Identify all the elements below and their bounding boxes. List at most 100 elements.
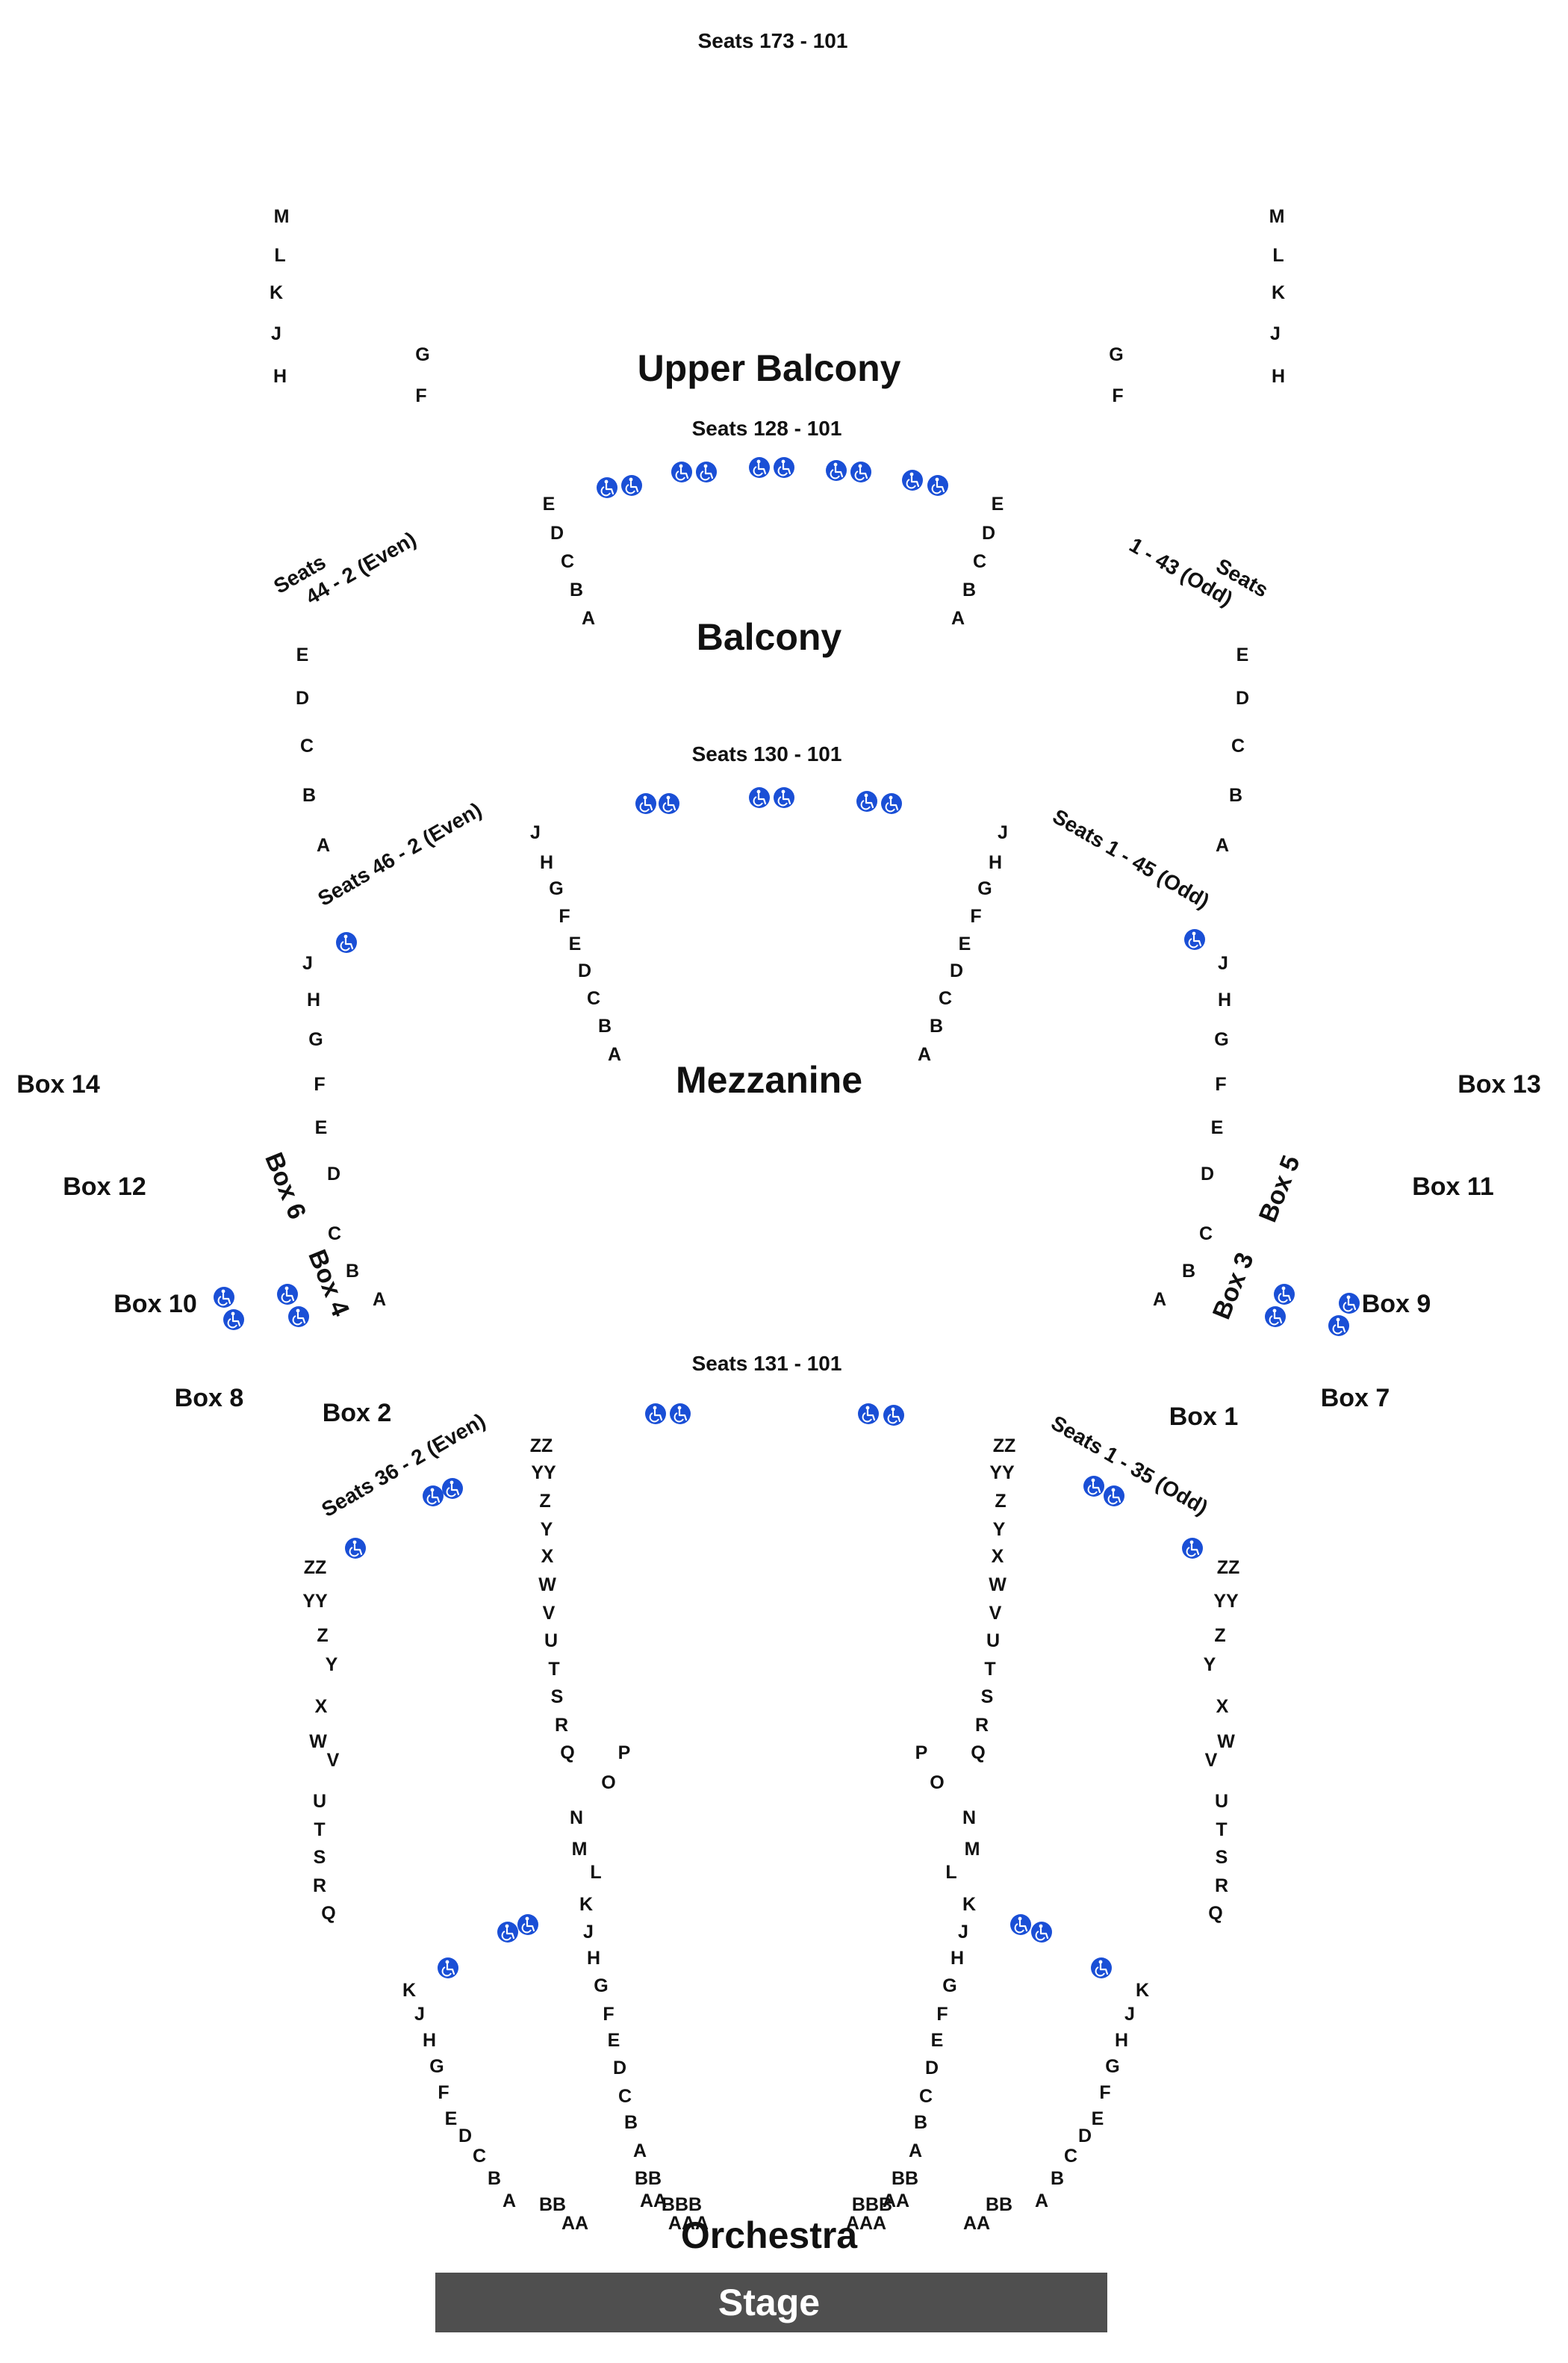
row-label-orch-front-left-aa[interactable]: AA bbox=[561, 2213, 588, 2234]
row-label-balcony-side-left-b[interactable]: B bbox=[302, 785, 316, 806]
row-label-mezz-side-right-a[interactable]: A bbox=[1153, 1289, 1166, 1310]
row-label-mezz-side-right-g[interactable]: G bbox=[1214, 1029, 1228, 1050]
row-label-mezz-center-left-b[interactable]: B bbox=[598, 1016, 612, 1037]
row-label-mezz-side-right-b[interactable]: B bbox=[1182, 1261, 1195, 1282]
row-label-orch-side-left-r[interactable]: R bbox=[313, 1875, 326, 1896]
row-label-orch-center-upper-right-n[interactable]: N bbox=[962, 1807, 976, 1828]
row-label-orch-center-upper-right-v[interactable]: V bbox=[989, 1603, 1002, 1624]
wheelchair-icon[interactable] bbox=[927, 475, 948, 496]
row-label-orch-center-upper-right-m[interactable]: M bbox=[965, 1839, 980, 1860]
box-12[interactable]: Box 12 bbox=[63, 1173, 146, 1201]
row-label-balcony-side-left-a[interactable]: A bbox=[317, 835, 330, 856]
row-label-orch-center-upper-right-w[interactable]: W bbox=[989, 1574, 1007, 1595]
wheelchair-icon[interactable] bbox=[1091, 1957, 1112, 1978]
row-label-orch-side-left-zz[interactable]: ZZ bbox=[304, 1557, 327, 1578]
row-label-orch-center-lower-right-g[interactable]: G bbox=[942, 1975, 956, 1996]
row-label-orch-center-upper-left-p[interactable]: P bbox=[618, 1742, 631, 1763]
box-13[interactable]: Box 13 bbox=[1457, 1070, 1541, 1099]
row-label-orch-center-lower-left-e[interactable]: E bbox=[608, 2030, 620, 2051]
row-label-orch-center-upper-right-x[interactable]: X bbox=[992, 1546, 1004, 1567]
row-label-orch-center-upper-right-y[interactable]: Y bbox=[993, 1519, 1006, 1540]
box-9[interactable]: Box 9 bbox=[1362, 1290, 1431, 1318]
row-label-orch-side-left-q[interactable]: Q bbox=[321, 1903, 335, 1924]
wheelchair-icon[interactable] bbox=[1274, 1284, 1295, 1305]
row-label-balcony-side-right-e[interactable]: E bbox=[1236, 645, 1249, 665]
row-label-balcony-center-left-b[interactable]: B bbox=[570, 580, 583, 600]
row-label-orch-center-lower-right-aa[interactable]: AA bbox=[883, 2190, 909, 2211]
wheelchair-icon[interactable] bbox=[670, 1403, 691, 1424]
row-label-balcony-center-right-c[interactable]: C bbox=[973, 551, 986, 572]
wheelchair-icon[interactable] bbox=[423, 1485, 444, 1506]
wheelchair-icon[interactable] bbox=[774, 457, 794, 478]
row-label-mezz-side-right-j[interactable]: J bbox=[1218, 953, 1228, 974]
section-mezzanine[interactable]: Mezzanine bbox=[676, 1059, 862, 1101]
row-label-orch-front-left-j[interactable]: J bbox=[414, 2004, 425, 2025]
row-label-orch-side-right-r[interactable]: R bbox=[1215, 1875, 1228, 1896]
row-label-upper-right-h[interactable]: H bbox=[1272, 366, 1285, 387]
row-label-orch-center-upper-left-u[interactable]: U bbox=[544, 1630, 558, 1651]
wheelchair-icon[interactable] bbox=[645, 1403, 666, 1424]
row-label-orch-front-right-j[interactable]: J bbox=[1124, 2004, 1135, 2025]
wheelchair-icon[interactable] bbox=[517, 1914, 538, 1935]
wheelchair-icon[interactable] bbox=[1083, 1476, 1104, 1497]
row-label-orch-side-right-v[interactable]: V bbox=[1205, 1750, 1218, 1771]
wheelchair-icon[interactable] bbox=[850, 462, 871, 482]
wheelchair-icon[interactable] bbox=[336, 932, 357, 953]
box-8[interactable]: Box 8 bbox=[175, 1384, 244, 1412]
row-label-orch-front-right-k[interactable]: K bbox=[1136, 1980, 1149, 2001]
row-label-balcony-center-right-d[interactable]: D bbox=[982, 523, 995, 544]
row-label-mezz-center-right-c[interactable]: C bbox=[939, 988, 952, 1009]
wheelchair-icon[interactable] bbox=[345, 1538, 366, 1559]
row-label-orch-side-right-q[interactable]: Q bbox=[1208, 1903, 1222, 1924]
row-label-balcony-center-right-e[interactable]: E bbox=[992, 494, 1004, 515]
row-label-orch-center-upper-left-m[interactable]: M bbox=[572, 1839, 588, 1860]
row-label-mezz-center-left-j[interactable]: J bbox=[530, 822, 541, 843]
row-label-mezz-side-right-h[interactable]: H bbox=[1218, 990, 1231, 1010]
row-label-upper-right-m[interactable]: M bbox=[1269, 206, 1285, 227]
row-label-mezz-center-left-a[interactable]: A bbox=[608, 1044, 621, 1065]
row-label-mezz-side-right-e[interactable]: E bbox=[1211, 1117, 1224, 1138]
row-label-orch-front-left-h[interactable]: H bbox=[423, 2030, 436, 2051]
row-label-orch-center-lower-left-b[interactable]: B bbox=[624, 2112, 638, 2133]
row-label-orch-center-upper-left-v[interactable]: V bbox=[543, 1603, 556, 1624]
row-label-mezz-side-left-a[interactable]: A bbox=[373, 1289, 386, 1310]
row-label-orch-side-right-w[interactable]: W bbox=[1217, 1731, 1235, 1752]
row-label-mezz-center-left-d[interactable]: D bbox=[578, 960, 591, 981]
row-label-orch-side-left-u[interactable]: U bbox=[313, 1791, 326, 1812]
wheelchair-icon[interactable] bbox=[858, 1403, 879, 1424]
row-label-orch-center-lower-right-a[interactable]: A bbox=[909, 2140, 922, 2161]
row-label-orch-side-left-yy[interactable]: YY bbox=[302, 1591, 328, 1612]
section-balcony[interactable]: Balcony bbox=[697, 616, 842, 658]
row-label-mezz-center-right-d[interactable]: D bbox=[950, 960, 963, 981]
row-label-orch-front-left-e[interactable]: E bbox=[445, 2108, 458, 2129]
section-upper-balcony[interactable]: Upper Balcony bbox=[638, 347, 901, 389]
row-label-orch-center-upper-left-y[interactable]: Y bbox=[541, 1519, 553, 1540]
row-label-orch-center-upper-left-zz[interactable]: ZZ bbox=[530, 1435, 553, 1456]
wheelchair-icon[interactable] bbox=[671, 462, 692, 482]
row-label-balcony-side-left-d[interactable]: D bbox=[296, 688, 309, 709]
row-label-orch-front-right-aa[interactable]: AA bbox=[963, 2213, 990, 2234]
row-label-orch-side-left-w[interactable]: W bbox=[309, 1731, 327, 1752]
wheelchair-icon[interactable] bbox=[1010, 1914, 1031, 1935]
row-label-orch-center-lower-left-f[interactable]: F bbox=[603, 2004, 614, 2025]
wheelchair-icon[interactable] bbox=[635, 793, 656, 814]
wheelchair-icon[interactable] bbox=[696, 462, 717, 482]
wheelchair-icon[interactable] bbox=[902, 470, 923, 491]
wheelchair-icon[interactable] bbox=[597, 477, 617, 498]
row-label-mezz-center-left-f[interactable]: F bbox=[559, 906, 570, 927]
section-orchestra[interactable]: Orchestra bbox=[681, 2214, 858, 2256]
row-label-mezz-center-right-h[interactable]: H bbox=[989, 852, 1002, 873]
row-label-orch-front-right-a[interactable]: A bbox=[1035, 2190, 1048, 2211]
row-label-orch-center-lower-right-h[interactable]: H bbox=[951, 1948, 964, 1969]
row-label-orch-front-right-e[interactable]: E bbox=[1092, 2108, 1104, 2129]
wheelchair-icon[interactable] bbox=[1031, 1922, 1052, 1943]
row-label-orch-center-upper-right-r[interactable]: R bbox=[975, 1715, 989, 1736]
row-label-orch-center-lower-left-k[interactable]: K bbox=[579, 1894, 593, 1915]
row-label-upper-left-h[interactable]: H bbox=[273, 366, 287, 387]
row-label-orch-side-left-t[interactable]: T bbox=[314, 1819, 325, 1840]
row-label-mezz-center-left-h[interactable]: H bbox=[540, 852, 553, 873]
row-label-upper-inner-left-g[interactable]: G bbox=[415, 344, 429, 365]
row-label-orch-side-left-z[interactable]: Z bbox=[317, 1625, 328, 1646]
row-label-orch-center-upper-left-z[interactable]: Z bbox=[539, 1491, 550, 1512]
row-label-orch-center-upper-right-q[interactable]: Q bbox=[971, 1742, 985, 1763]
